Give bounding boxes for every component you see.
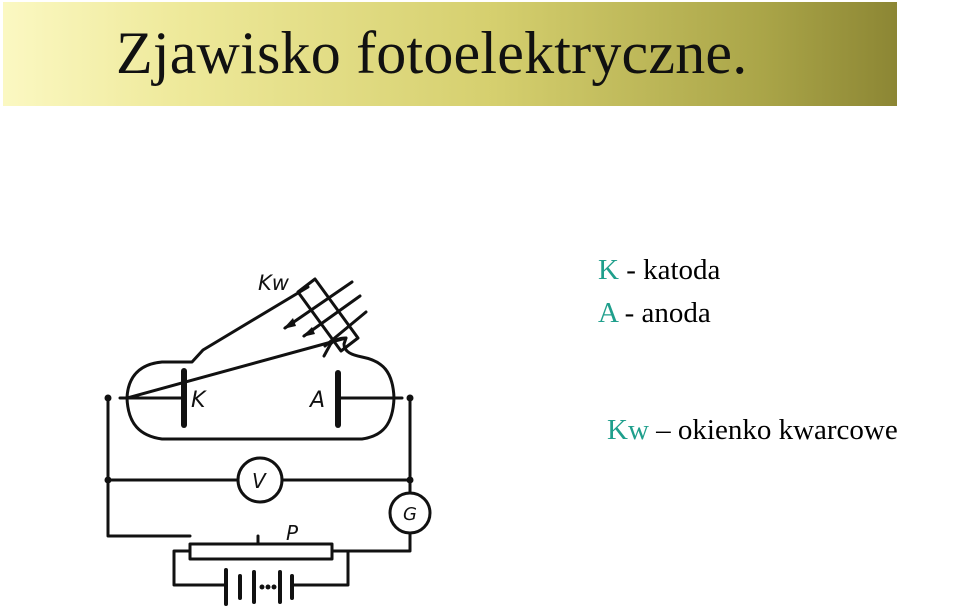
- legend-separator: -: [617, 297, 642, 329]
- legend-text: katoda: [643, 254, 721, 286]
- battery-dot: [259, 584, 265, 590]
- label-cathode: K: [191, 388, 207, 413]
- light-ray: [323, 310, 368, 348]
- potentiometer-resistor: [188, 542, 334, 561]
- label-voltmeter: V: [252, 469, 267, 493]
- battery-dot: [265, 584, 271, 590]
- vacuum-tube-outline: [125, 285, 396, 441]
- battery-wire: [172, 549, 350, 587]
- junction-dot: [406, 476, 414, 484]
- junction-dot: [104, 394, 112, 402]
- junction-dot: [104, 476, 112, 484]
- title-bar: Zjawisko fotoelektryczne.: [3, 2, 897, 106]
- junction-dot: [406, 394, 414, 402]
- window-neck-inner: [322, 336, 348, 358]
- battery-dot: [271, 584, 277, 590]
- voltmeter: [236, 456, 284, 504]
- legend-text: anoda: [641, 297, 711, 329]
- legend-symbol: K: [598, 254, 619, 286]
- legend-symbol: A: [598, 297, 618, 329]
- light-ray-arrowhead: [283, 318, 296, 329]
- legend-item-cathode: K - katoda: [598, 253, 720, 287]
- legend-item-anode: A - anoda: [598, 296, 711, 330]
- right-wire-lower: [330, 531, 412, 553]
- slide-title: Zjawisko fotoelektryczne.: [116, 20, 748, 86]
- label-anode: A: [308, 388, 325, 413]
- label-potentiometer: P: [286, 521, 299, 545]
- light-ray: [283, 280, 354, 330]
- light-ray-arrowhead: [302, 327, 315, 337]
- galvanometer: [388, 491, 432, 535]
- legend-separator: -: [618, 254, 644, 286]
- legend-text: okienko kwarcowe: [677, 414, 898, 446]
- label-galvanometer: G: [403, 504, 417, 525]
- legend-symbol: Kw: [607, 414, 649, 446]
- light-ray: [302, 294, 362, 338]
- legend-separator: –: [648, 414, 678, 446]
- quartz-window: [296, 277, 360, 353]
- left-wire: [106, 396, 192, 538]
- label-window: Kw: [258, 271, 290, 295]
- legend-item-window: Kw – okienko kwarcowe: [607, 413, 898, 447]
